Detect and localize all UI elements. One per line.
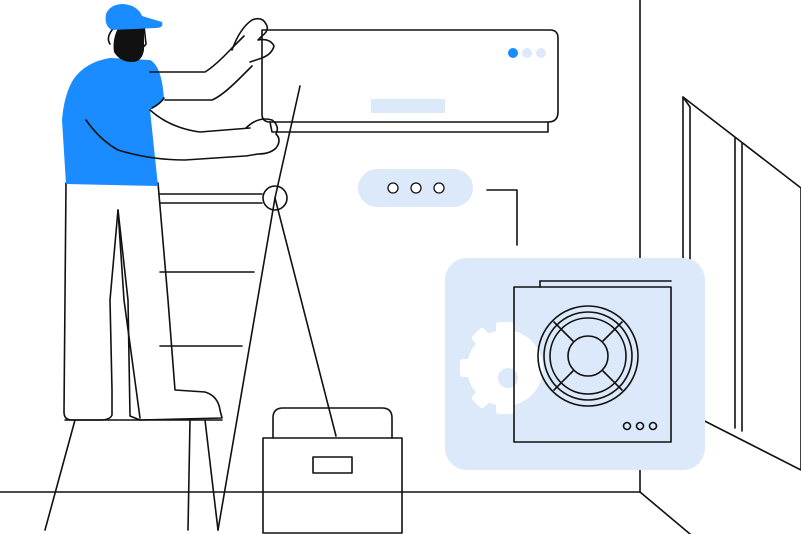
pill-dot [433, 182, 445, 194]
pill-dot [387, 182, 399, 194]
technician [62, 4, 280, 421]
toolbox [262, 407, 403, 534]
pill-dot [410, 182, 422, 194]
gear-icon [460, 322, 543, 414]
technician-head [105, 4, 163, 62]
ac-vent-display [371, 99, 445, 113]
connector-line [486, 189, 518, 246]
technician-shirt [62, 58, 164, 186]
cap-icon [105, 4, 163, 30]
fan-icon [513, 280, 672, 443]
ac-indicator-dot [536, 48, 546, 58]
outdoor-unit-card [445, 258, 705, 470]
ac-indicator-dot-active [508, 48, 518, 58]
air-conditioner-indoor-unit [261, 29, 559, 133]
remote-status-pill [358, 169, 473, 207]
ac-indicator-dot [522, 48, 532, 58]
